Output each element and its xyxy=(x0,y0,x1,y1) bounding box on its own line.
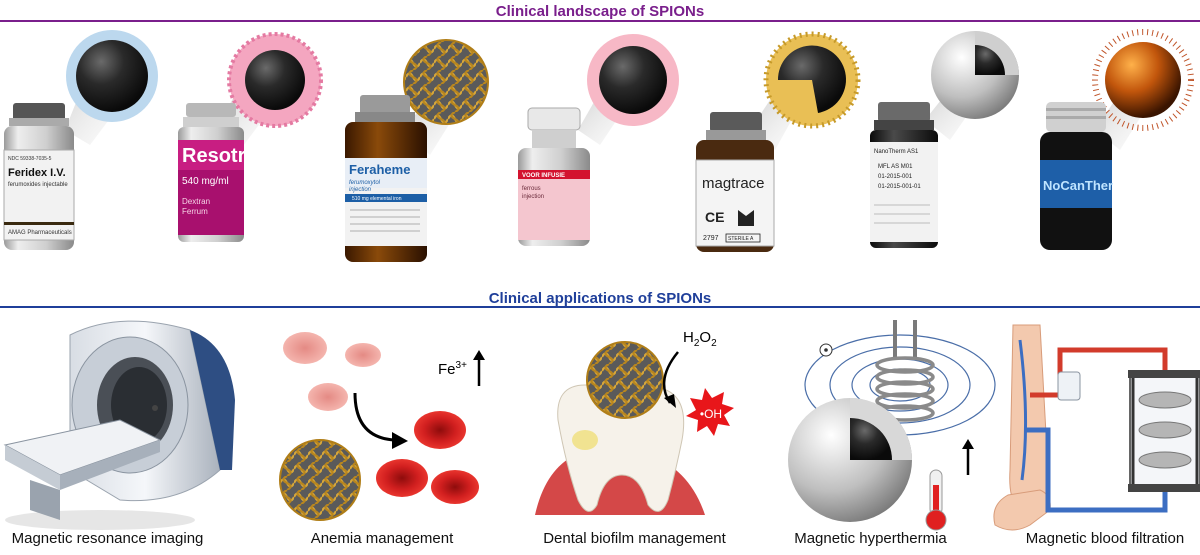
h2o2-label: H2O2 xyxy=(683,329,717,349)
magtrace-label-ce: CE xyxy=(705,209,724,225)
gold-polymer-mesh-particle xyxy=(404,40,488,124)
blood-filtration-illustration xyxy=(993,324,1200,531)
silica-core-particle xyxy=(788,398,912,522)
magtrace-label-number: 2797 xyxy=(703,235,719,242)
biofilm-plaque xyxy=(572,430,598,450)
hydroxyl-radical-burst xyxy=(686,388,734,436)
magnetic-filter-column xyxy=(1128,370,1200,492)
caption-hyperthermia: Magnetic hyperthermia xyxy=(794,530,947,547)
feridex-label-line-1: NDC 59338-7035-5 xyxy=(8,156,52,162)
resotran-label-line-1: 540 mg/ml xyxy=(182,176,229,187)
pump-unit xyxy=(1057,371,1081,401)
caption-blood-filtration: Magnetic blood filtration xyxy=(1025,530,1185,547)
spion-particle-dental xyxy=(586,341,664,419)
vial-voor-infusie: VOOR INFUSIE ferrous injection xyxy=(518,34,679,246)
feraheme-label-line-1: ferumoxytol xyxy=(349,180,381,186)
nocanther-label-main: NoCanTher xyxy=(1043,178,1113,193)
feridex-label-line-2: ferumoxides injectable xyxy=(8,182,68,188)
vial-feridex: NDC 59338-7035-5 Feridex I.V. ferumoxide… xyxy=(3,30,158,250)
feraheme-label-line-3: 510 mg elemental iron xyxy=(352,196,402,202)
anemia-illustration: Fe3+ xyxy=(279,332,485,521)
hyperthermia-illustration xyxy=(788,320,996,531)
vial-nocanther: NoCanTher xyxy=(1040,29,1194,250)
mri-scanner-illustration xyxy=(3,320,235,530)
applications-title: Clinical applications of SPIONs xyxy=(488,290,712,307)
caption-dental: Dental biofilm management xyxy=(543,530,726,547)
spion-particle-anemia xyxy=(279,439,361,521)
vial-nanotherm: NanoTherm AS1 MFL AS M01 01-2015-001 01-… xyxy=(870,31,1019,248)
dental-illustration: H2O2 •OH xyxy=(535,329,734,515)
conversion-arrow xyxy=(353,392,396,442)
resotran-label-line-3: Ferrum xyxy=(182,207,208,216)
fe-ion-label: Fe3+ xyxy=(438,360,467,378)
nanotherm-label-line-1: MFL AS M01 xyxy=(878,164,913,170)
magtrace-label-sterile: STERILE A xyxy=(728,236,754,242)
magtrace-label-main: magtrace xyxy=(702,175,765,192)
vial-magtrace: magtrace CE 2797 STERILE A xyxy=(695,31,861,252)
arm xyxy=(1009,324,1049,513)
resotran-label-main: Resotran xyxy=(182,145,269,167)
landscape-title: Clinical landscape of SPIONs xyxy=(495,3,705,20)
voor-infusie-label-line-2: injection xyxy=(522,194,544,200)
arterial-line xyxy=(1030,347,1168,398)
nanotherm-label-line-2: 01-2015-001 xyxy=(878,174,913,180)
hand xyxy=(993,489,1051,531)
thermometer-icon xyxy=(925,469,947,531)
voor-infusie-label-line-1: ferrous xyxy=(522,186,541,192)
orange-core-spiky-particle xyxy=(1092,29,1194,131)
pale-red-blood-cells xyxy=(283,332,381,411)
voor-infusie-label-main: VOOR INFUSIE xyxy=(522,173,565,179)
caption-anemia: Anemia management xyxy=(310,530,454,547)
venous-line xyxy=(1026,427,1168,513)
feridex-label-main: Feridex I.V. xyxy=(8,167,66,179)
caption-mri: Magnetic resonance imaging xyxy=(11,530,204,547)
resotran-label-line-2: Dextran xyxy=(182,197,210,206)
healthy-red-blood-cells xyxy=(376,411,479,504)
feraheme-label-main: Feraheme xyxy=(349,162,410,177)
hydroxyl-radical-label: •OH xyxy=(700,407,722,421)
nanotherm-label-main: NanoTherm AS1 xyxy=(874,149,919,155)
feraheme-label-line-2: injection xyxy=(349,187,372,193)
feridex-label-line-3: AMAG Pharmaceuticals xyxy=(8,230,72,236)
vial-resotran: Resotran 540 mg/ml Dextran Ferrum xyxy=(178,32,323,242)
vial-feraheme: Feraheme ferumoxytol injection 510 mg el… xyxy=(345,39,489,262)
nanotherm-label-line-3: 01-2015-001-01 xyxy=(878,184,921,190)
